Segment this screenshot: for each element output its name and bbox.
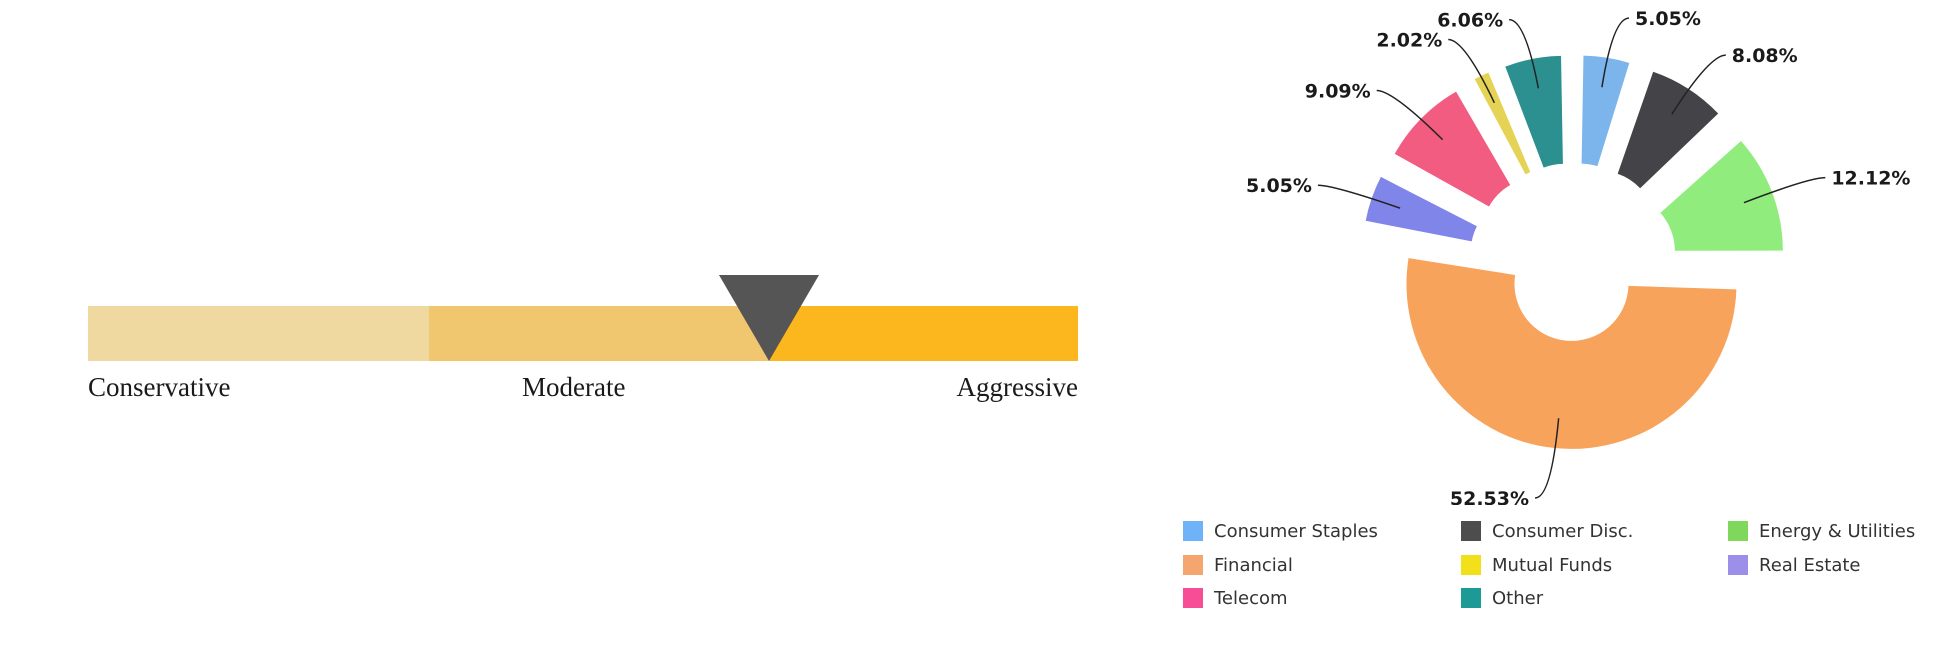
legend-swatch <box>1183 521 1203 541</box>
legend-swatch <box>1461 588 1481 608</box>
legend-item-real-estate[interactable]: Real Estate <box>1728 552 1861 578</box>
slice-percent-label: 52.53% <box>1450 488 1529 505</box>
slice-percent-label: 12.12% <box>1831 168 1910 190</box>
slice-connector <box>1671 54 1726 115</box>
donut-svg: 5.05% 8.08% 12.12% 52.53% 5.05% 9.09% 2.02%6.0… <box>1246 8 1910 505</box>
risk-segment-moderate <box>429 306 770 361</box>
legend-item-consumer-staples[interactable]: Consumer Staples <box>1183 518 1378 544</box>
slice-percent-label: 6.06% <box>1437 10 1503 32</box>
legend-item-mutual-funds[interactable]: Mutual Funds <box>1461 552 1612 578</box>
slice-other[interactable] <box>1505 55 1563 168</box>
slice-connector <box>1601 17 1630 88</box>
slice-telecom[interactable] <box>1394 91 1511 207</box>
slice-consumer-staples[interactable] <box>1581 55 1630 167</box>
legend-label: Real Estate <box>1759 554 1861 576</box>
legend-item-energy-utilities[interactable]: Energy & Utilities <box>1728 518 1915 544</box>
slice-percent-label: 2.02% <box>1376 30 1442 52</box>
slice-percent-label: 5.05% <box>1246 175 1312 197</box>
legend-swatch <box>1461 555 1481 575</box>
risk-marker-triangle <box>719 275 819 361</box>
legend-label: Financial <box>1214 554 1293 576</box>
legend-label: Consumer Staples <box>1214 520 1378 542</box>
slice-percent-label: 9.09% <box>1305 81 1371 103</box>
legend-label: Telecom <box>1214 587 1288 609</box>
slice-connector <box>1317 184 1401 209</box>
legend-item-telecom[interactable]: Telecom <box>1183 585 1288 611</box>
risk-meter: Conservative Moderate Aggressive <box>88 275 1078 402</box>
risk-segment-aggressive <box>770 306 1078 361</box>
slice-connector <box>1448 38 1496 104</box>
slice-real-estate[interactable] <box>1365 176 1477 242</box>
legend-label: Consumer Disc. <box>1492 520 1634 542</box>
risk-segment-conservative <box>88 306 429 361</box>
legend-item-consumer-disc[interactable]: Consumer Disc. <box>1461 518 1633 544</box>
legend-swatch <box>1183 588 1203 608</box>
slice-connector <box>1534 418 1560 499</box>
slice-mutual-funds[interactable] <box>1474 72 1531 175</box>
slice-percent-label: 5.05% <box>1635 8 1701 30</box>
slice-energy-utilities[interactable] <box>1660 141 1783 251</box>
slice-connector <box>1508 18 1540 89</box>
legend-item-financial[interactable]: Financial <box>1183 552 1293 578</box>
slice-percent-label: 8.08% <box>1732 45 1798 67</box>
sector-donut-chart: 5.05% 8.08% 12.12% 52.53% 5.05% 9.09% 2.02%6.0… <box>1240 0 1950 505</box>
legend-swatch <box>1183 555 1203 575</box>
legend-swatch <box>1728 555 1748 575</box>
legend-label: Other <box>1492 587 1544 609</box>
legend-swatch <box>1461 521 1481 541</box>
slice-connector <box>1376 89 1444 141</box>
risk-label-conservative: Conservative <box>88 372 231 402</box>
slice-financial[interactable] <box>1406 258 1737 449</box>
legend-item-other[interactable]: Other <box>1461 585 1543 611</box>
risk-label-moderate: Moderate <box>522 372 626 402</box>
risk-label-aggressive: Aggressive <box>956 372 1078 402</box>
legend-swatch <box>1728 521 1748 541</box>
legend-label: Mutual Funds <box>1492 554 1613 576</box>
slice-consumer-disc[interactable] <box>1617 71 1719 189</box>
slice-connector <box>1743 176 1826 204</box>
legend-label: Energy & Utilities <box>1759 520 1916 542</box>
